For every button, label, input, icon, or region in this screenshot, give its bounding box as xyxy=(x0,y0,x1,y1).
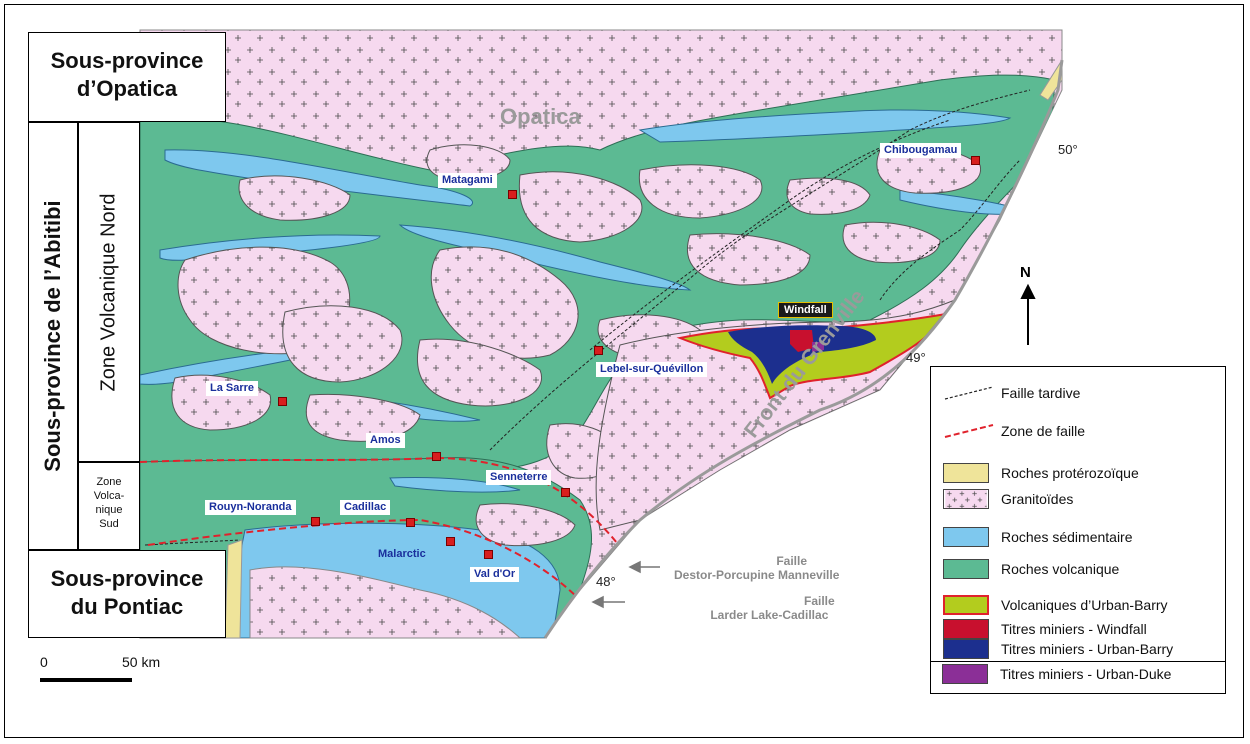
fault-destor-line1: Faille xyxy=(776,554,808,568)
pontiac-line1: Sous-province xyxy=(50,566,204,591)
city-cadillac: Cadillac xyxy=(340,500,391,515)
legend-label: Titres miniers - Urban-Duke xyxy=(1000,666,1172,682)
late-fault-line-icon xyxy=(944,386,994,400)
legend-row-fault-zone: Zone de faille xyxy=(943,419,1085,443)
fault-larder-label: Faille Larder Lake-Cadillac xyxy=(704,594,835,622)
urban-duke-swatch xyxy=(942,664,988,684)
city-lasarre: La Sarre xyxy=(206,381,259,396)
volcanic-swatch xyxy=(943,559,989,579)
legend-row-urban-barry-claims: Titres miniers - Urban-Barry xyxy=(943,637,1173,661)
scale-zero: 0 xyxy=(40,654,48,670)
urban-barry-claims-swatch xyxy=(943,639,989,659)
legend-bottom-border xyxy=(930,662,1226,694)
legend-row-proterozoic: Roches protérozoïque xyxy=(943,461,1139,485)
north-label: N xyxy=(1020,264,1031,281)
city-marker-lebel xyxy=(594,346,603,355)
legend-label: Titres miniers - Windfall xyxy=(1001,621,1147,637)
grenville-front xyxy=(543,59,1064,639)
fault-zone-line-icon xyxy=(944,424,994,438)
city-lebel: Lebel-sur-Quévillon xyxy=(596,362,708,377)
zone-sud-line1: Zone xyxy=(96,476,122,488)
opatica-line2: d’Opatica xyxy=(76,76,178,101)
city-marker-valdor xyxy=(484,550,493,559)
legend: Faille tardive Zone de faille Roches pro… xyxy=(930,366,1226,662)
scale-label: 50 km xyxy=(122,654,161,670)
legend-label: Roches sédimentaire xyxy=(1001,529,1133,545)
windfall-label: Windfall xyxy=(778,302,833,318)
zone-sud-line4: Sud xyxy=(99,518,119,530)
legend-row-late-fault: Faille tardive xyxy=(943,381,1080,405)
legend-row-urban-barry-volcanics: Volcaniques d’Urban-Barry xyxy=(943,593,1168,617)
city-marker-chibougamau xyxy=(971,156,980,165)
zone-sud-line2: Volca- xyxy=(93,490,125,502)
windfall-claims xyxy=(790,330,814,352)
city-marker-rouyn xyxy=(311,517,320,526)
legend-label: Faille tardive xyxy=(1001,385,1081,401)
urban-duke-claims xyxy=(812,342,824,352)
urban-barry-swatch xyxy=(943,595,989,615)
abitibi-label: Sous-province de l’Abitibi xyxy=(40,200,65,472)
zone-nord-box: Zone Volcanique Nord xyxy=(78,122,140,462)
legend-row-urban-duke: Titres miniers - Urban-Duke xyxy=(942,662,1171,686)
legend-label: Roches protérozoïque xyxy=(1001,465,1139,481)
city-marker-lasarre xyxy=(278,397,287,406)
opatica-box: Sous-province d’Opatica xyxy=(28,32,226,122)
proterozoic-east xyxy=(1039,58,1062,101)
granitoid-swatch xyxy=(943,489,989,509)
city-marker-cadillac xyxy=(406,518,415,527)
lat-50-label: 50° xyxy=(1058,142,1078,157)
city-senneterre: Senneterre xyxy=(486,470,552,485)
fault-destor-line2: Destor-Porcupine Manneville xyxy=(674,568,840,582)
zone-sud-box: Zone Volca- nique Sud xyxy=(78,462,140,550)
pontiac-line2: du Pontiac xyxy=(70,594,184,619)
proterozoic-swatch xyxy=(943,463,989,483)
fault-destor-label: Faille Destor-Porcupine Manneville xyxy=(674,554,839,582)
opatica-line1: Sous-province xyxy=(50,48,204,73)
city-amos: Amos xyxy=(366,433,405,448)
legend-row-windfall: Titres miniers - Windfall xyxy=(943,617,1147,641)
urban-barry-claims xyxy=(728,325,876,384)
pontiac-granitoid xyxy=(249,566,522,638)
opatica-map-label: Opatica xyxy=(500,104,581,129)
proterozoic-west xyxy=(224,539,243,638)
city-rouyn: Rouyn-Noranda xyxy=(205,500,296,515)
city-marker-matagami xyxy=(508,190,517,199)
fault-larder-line2: Larder Lake-Cadillac xyxy=(710,608,829,622)
legend-row-granitoids: Granitoïdes xyxy=(943,487,1073,511)
zone-sud-line3: nique xyxy=(95,504,123,516)
zone-nord-label: Zone Volcanique Nord xyxy=(97,193,120,392)
abitibi-box: Sous-province de l’Abitibi xyxy=(28,122,78,550)
city-valdor: Val d'Or xyxy=(470,567,520,582)
legend-label: Granitoïdes xyxy=(1001,491,1074,507)
scale-bar xyxy=(40,678,132,682)
city-malarctic: Malarctic xyxy=(378,548,426,560)
sediment-swatch xyxy=(943,527,989,547)
city-marker-malarctic xyxy=(446,537,455,546)
lat-49-label: 49° xyxy=(906,350,926,365)
fault-larder-line1: Faille xyxy=(804,594,835,608)
windfall-swatch xyxy=(943,619,989,639)
city-chibougamau: Chibougamau xyxy=(880,143,962,158)
city-marker-amos xyxy=(432,452,441,461)
pontiac-box: Sous-province du Pontiac xyxy=(28,550,226,638)
legend-label: Roches volcanique xyxy=(1001,561,1120,577)
legend-row-volcanic: Roches volcanique xyxy=(943,557,1119,581)
legend-row-sediment: Roches sédimentaire xyxy=(943,525,1133,549)
legend-label: Titres miniers - Urban-Barry xyxy=(1001,641,1174,657)
lat-48-label: 48° xyxy=(596,574,616,589)
legend-label: Volcaniques d’Urban-Barry xyxy=(1001,597,1168,613)
figure-frame xyxy=(4,4,1244,738)
city-marker-senneterre xyxy=(561,488,570,497)
legend-label: Zone de faille xyxy=(1001,423,1086,439)
city-matagami: Matagami xyxy=(438,173,497,188)
